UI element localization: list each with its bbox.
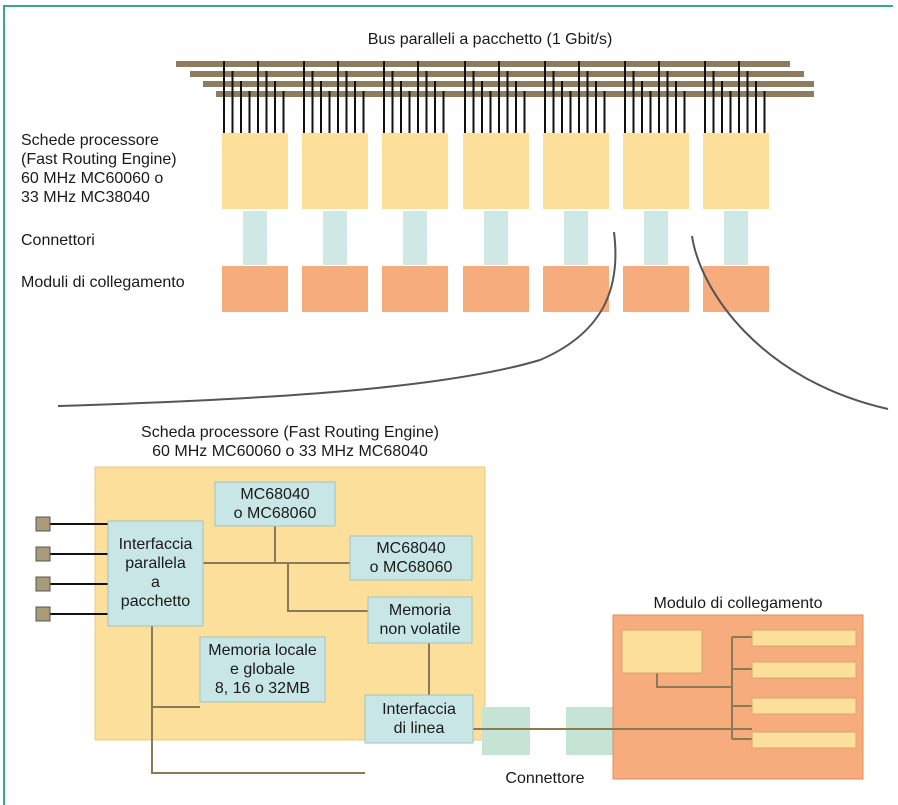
- module-slot: [751, 697, 857, 715]
- parallel-interface-label: Interfaccia parallela a pacchetto: [118, 536, 193, 610]
- module-slot: [751, 731, 857, 749]
- detail-title: Scheda processore (Fast Routing Engine) …: [100, 423, 480, 461]
- module-slot: [751, 629, 857, 647]
- parallel-interface-block: [107, 520, 204, 627]
- port-square: [35, 516, 51, 532]
- cpu-block-2: [349, 535, 473, 581]
- internal-blocks: [107, 481, 474, 744]
- module-controller-block: [621, 629, 703, 674]
- processor-boards-label-line: Schede processore: [21, 132, 159, 149]
- connector-label: Connettore: [505, 770, 585, 787]
- local-memory-label: Memoria locale e globale 8, 16 o 32MB: [208, 642, 317, 697]
- line-interface-block: [364, 694, 474, 744]
- processor-board: [382, 133, 448, 209]
- processor-boards-label: Schede processore (Fast Routing Engine) …: [21, 131, 177, 207]
- cpu-block-2-label: MC68040 o MC68060: [369, 540, 453, 576]
- link-module: [382, 266, 448, 312]
- processor-board: [543, 133, 609, 209]
- detail-title-line: Scheda processore (Fast Routing Engine): [141, 424, 439, 441]
- line-interface-label: Interfaccia di linea: [382, 701, 456, 737]
- connector-block: [482, 707, 530, 755]
- connectors-label: Connettori: [21, 232, 95, 249]
- processor-boards-label-line: (Fast Routing Engine): [21, 151, 177, 168]
- connectors: [243, 211, 748, 265]
- processor-board: [463, 133, 529, 209]
- processor-board: [623, 133, 689, 209]
- link-module: [302, 266, 368, 312]
- port-square: [35, 576, 51, 592]
- nvram-block: [367, 596, 473, 644]
- link-module: [543, 266, 609, 312]
- link-module: [623, 266, 689, 312]
- link-module: [463, 266, 529, 312]
- external-ports: [35, 516, 108, 622]
- bus-drop-lines: [223, 61, 766, 133]
- processor-boards-label-line: 60 MHz MC60060 o: [21, 170, 164, 187]
- nvram-label: Memoria non volatile: [379, 602, 461, 638]
- processor-board: [302, 133, 368, 209]
- link-modules: [222, 266, 769, 312]
- cpu-block-1-label: MC68040 o MC68060: [233, 486, 317, 522]
- detail-title-line: 60 MHz MC60060 o 33 MHz MC68040: [152, 443, 428, 460]
- module-inner-blocks: [621, 629, 857, 749]
- processor-board: [703, 133, 769, 209]
- connector-block: [566, 707, 614, 755]
- link-modules-label: Moduli di collegamento: [21, 274, 185, 291]
- link-module: [703, 266, 769, 312]
- processor-boards-label-line: 33 MHz MC38040: [21, 189, 150, 206]
- port-square: [35, 546, 51, 562]
- zoom-curve-right: [691, 235, 889, 410]
- link-module: [222, 266, 288, 312]
- module-title: Modulo di collegamento: [653, 595, 823, 612]
- packet-bus: [176, 61, 814, 97]
- local-memory-block: [199, 636, 326, 703]
- internal-wiring: [151, 526, 752, 774]
- cpu-block-1: [214, 481, 336, 527]
- processor-board: [222, 133, 288, 209]
- bus-title: Bus paralleli a pacchetto (1 Gbit/s): [367, 31, 613, 48]
- processor-boards: [222, 133, 769, 209]
- port-square: [35, 606, 51, 622]
- figure-frame: [3, 5, 893, 805]
- module-slot: [751, 661, 857, 679]
- zoom-curve-left: [57, 231, 617, 407]
